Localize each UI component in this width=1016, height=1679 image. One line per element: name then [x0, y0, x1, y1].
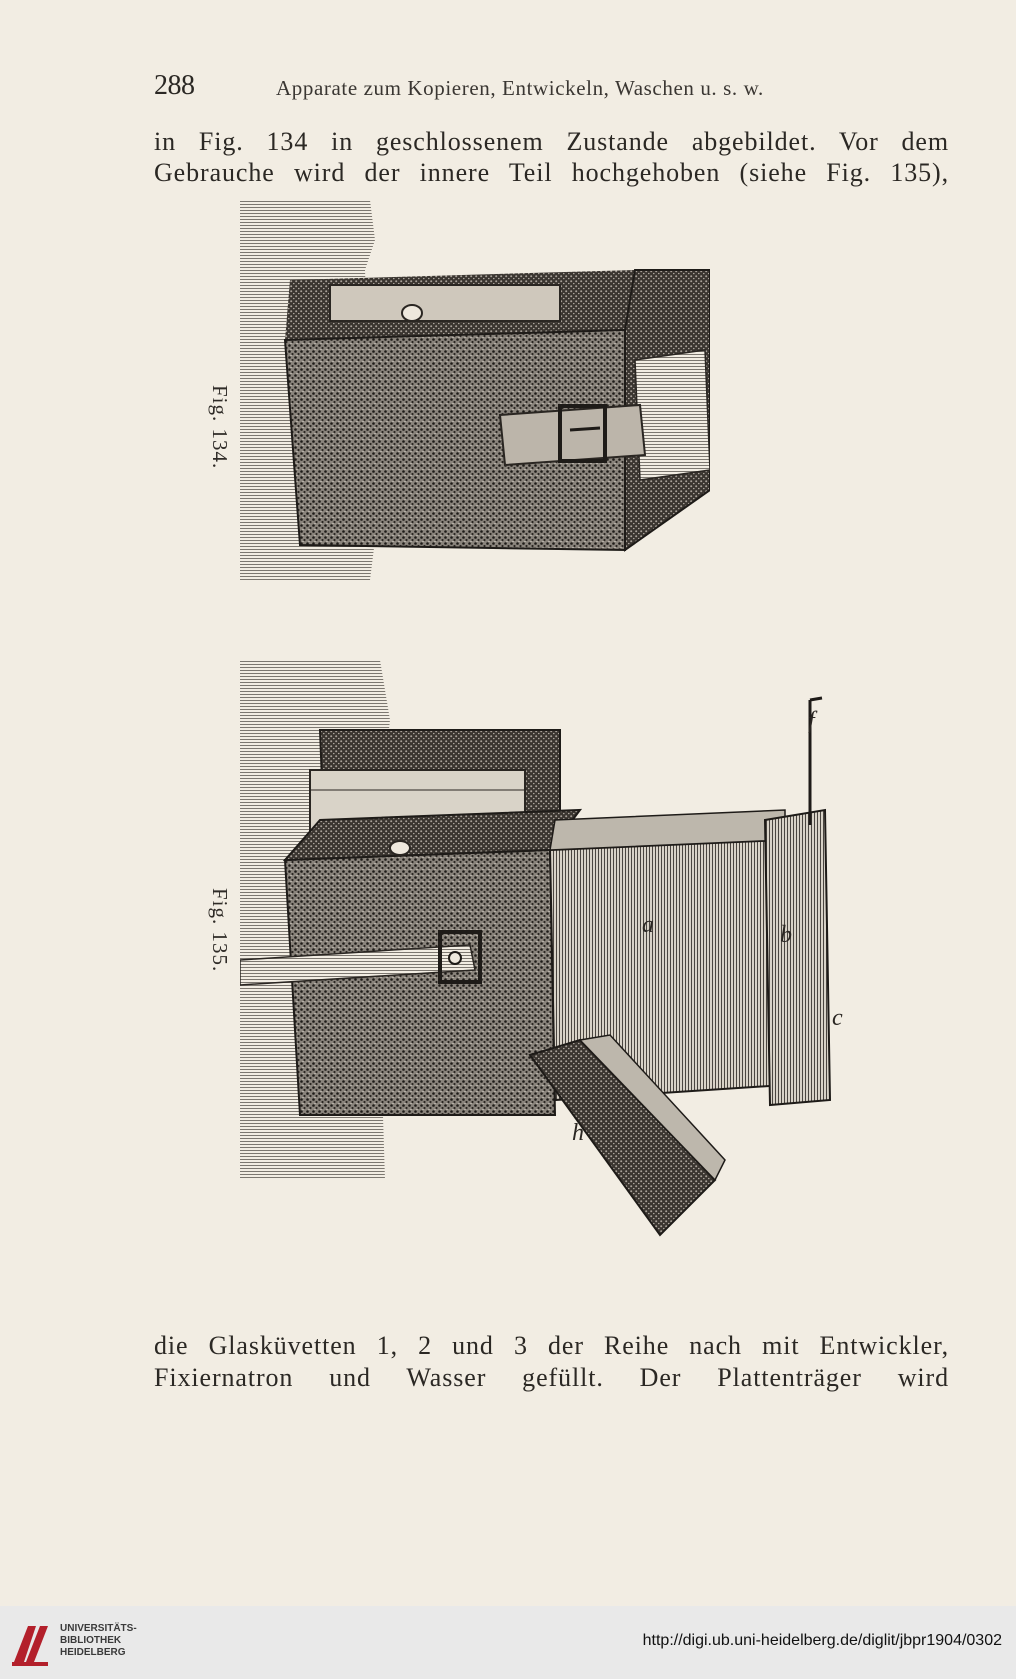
label-b: b: [780, 922, 792, 948]
text-line-2: Gebrauche wird der innere Teil hochgehob…: [154, 158, 949, 187]
library-name: UNIVERSITÄTS- BIBLIOTHEK HEIDELBERG: [60, 1623, 137, 1659]
figure-134-closed-box: [240, 200, 710, 640]
label-c: c: [832, 1005, 843, 1031]
book-page: 288 Apparate zum Kopieren, Entwickeln, W…: [154, 68, 949, 1392]
label-h: h: [572, 1120, 584, 1146]
text-line-3: die Glasküvetten 1, 2 und 3 der Reihe na…: [154, 1331, 949, 1360]
library-name-line-3: HEIDELBERG: [60, 1647, 126, 1658]
figure-135-caption: Fig. 135.: [208, 888, 232, 973]
text-line-1: in Fig. 134 in geschlossenem Zustande ab…: [154, 127, 949, 156]
text-line-4: Fixiernatron und Wasser gefüllt. Der Pla…: [154, 1363, 949, 1392]
label-f: f: [808, 708, 815, 734]
figure-135-open-box: f a b c h: [240, 660, 900, 1320]
label-a: a: [642, 912, 654, 938]
library-name-line-2: BIBLIOTHEK: [60, 1635, 122, 1646]
open-box-engraving: [240, 660, 832, 1237]
page-number: 288: [154, 70, 195, 101]
page-header: 288 Apparate zum Kopieren, Entwickeln, W…: [154, 68, 944, 104]
running-title: Apparate zum Kopieren, Entwickeln, Wasch…: [276, 76, 764, 100]
library-footer: UNIVERSITÄTS- BIBLIOTHEK HEIDELBERG http…: [0, 1606, 1016, 1679]
closed-box-engraving: [240, 200, 710, 580]
library-name-line-1: UNIVERSITÄTS-: [60, 1623, 137, 1634]
university-library-logo-icon: [12, 1626, 48, 1666]
source-url-link[interactable]: http://digi.ub.uni-heidelberg.de/diglit/…: [642, 1632, 1002, 1649]
figure-134-caption: Fig. 134.: [208, 385, 232, 470]
